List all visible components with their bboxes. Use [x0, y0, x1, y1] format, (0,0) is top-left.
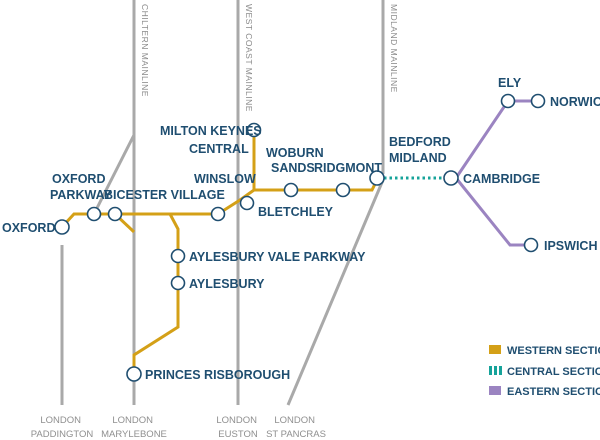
- label-ipswich: IPSWICH: [544, 239, 597, 253]
- station-bletchley[interactable]: [239, 195, 255, 211]
- mainlines: [60, 0, 385, 406]
- station-winslow[interactable]: [210, 206, 226, 222]
- label-aylesbury-vale-parkway: AYLESBURY VALE PARKWAY: [189, 250, 366, 264]
- station-norwich[interactable]: [530, 93, 546, 109]
- station-aylesbury[interactable]: [170, 275, 186, 291]
- station-milton-keynes-central[interactable]: [246, 122, 262, 138]
- label-oxford-parkway: OXFORD PARKWAY: [50, 172, 112, 202]
- west-coast-mainline-label: WEST COAST MAINLINE: [244, 4, 254, 112]
- station-bicester-village[interactable]: [107, 206, 123, 222]
- terminus-st-pancras: LONDON ST PANCRAS: [266, 415, 326, 440]
- label-princes-risborough: PRINCES RISBOROUGH: [145, 368, 290, 382]
- label-ely: ELY: [498, 76, 522, 90]
- midland-mainline-label: MIDLAND MAINLINE: [389, 4, 399, 93]
- legend-label-western: WESTERN SECTION: [507, 345, 600, 357]
- eastern-ipswich-branch: [454, 177, 531, 247]
- station-oxford[interactable]: [54, 219, 70, 235]
- label-norwich: NORWICH: [550, 95, 600, 109]
- chiltern-branch: [92, 134, 136, 215]
- station-princes-risborough[interactable]: [126, 366, 142, 382]
- station-ely[interactable]: [500, 93, 516, 109]
- eastern-ely-branch: [454, 99, 538, 179]
- terminus-euston: LONDON EUSTON: [216, 415, 259, 440]
- western-aylesbury-branch: [132, 213, 180, 374]
- label-woburn-sands: WOBURN SANDS: [266, 146, 327, 175]
- terminus-paddington: LONDON PADDINGTON: [31, 415, 94, 440]
- legend-swatch-eastern: [489, 386, 501, 395]
- station-aylesbury-vale-parkway[interactable]: [170, 248, 186, 264]
- station-bedford-midland[interactable]: [369, 170, 385, 186]
- station-woburn-sands[interactable]: [283, 182, 299, 198]
- terminus-marylebone: LONDON MARYLEBONE: [101, 415, 167, 440]
- label-bicester-village: BICESTER VILLAGE: [104, 188, 225, 202]
- label-ridgmont: RIDGMONT: [314, 161, 382, 175]
- station-labels: OXFORD OXFORD PARKWAY BICESTER VILLAGE W…: [2, 76, 600, 382]
- legend-label-central: CENTRAL SECTION: [507, 366, 600, 378]
- stations: [54, 93, 546, 382]
- western-main-line: [60, 179, 379, 229]
- label-bletchley: BLETCHLEY: [258, 205, 334, 219]
- london-termini: LONDON PADDINGTON LONDON MARYLEBONE LOND…: [31, 415, 326, 440]
- chiltern-mainline-label: CHILTERN MAINLINE: [140, 4, 150, 97]
- label-milton-keynes-central: MILTON KEYNES CENTRAL: [160, 124, 265, 156]
- station-ridgmont[interactable]: [335, 182, 351, 198]
- midland-mainline-south: [286, 179, 385, 406]
- legend: WESTERN SECTION CENTRAL SECTION EASTERN …: [489, 345, 600, 398]
- label-winslow: WINSLOW: [194, 172, 256, 186]
- station-ipswich[interactable]: [523, 237, 539, 253]
- station-cambridge[interactable]: [443, 170, 459, 186]
- legend-swatch-western: [489, 345, 501, 354]
- label-bedford-midland: BEDFORD MIDLAND: [389, 135, 454, 165]
- label-cambridge: CAMBRIDGE: [463, 172, 540, 186]
- label-aylesbury: AYLESBURY: [189, 277, 265, 291]
- legend-swatch-central: [489, 366, 502, 375]
- label-oxford: OXFORD: [2, 221, 55, 235]
- station-oxford-parkway[interactable]: [86, 206, 102, 222]
- legend-label-eastern: EASTERN SECTION: [507, 386, 600, 398]
